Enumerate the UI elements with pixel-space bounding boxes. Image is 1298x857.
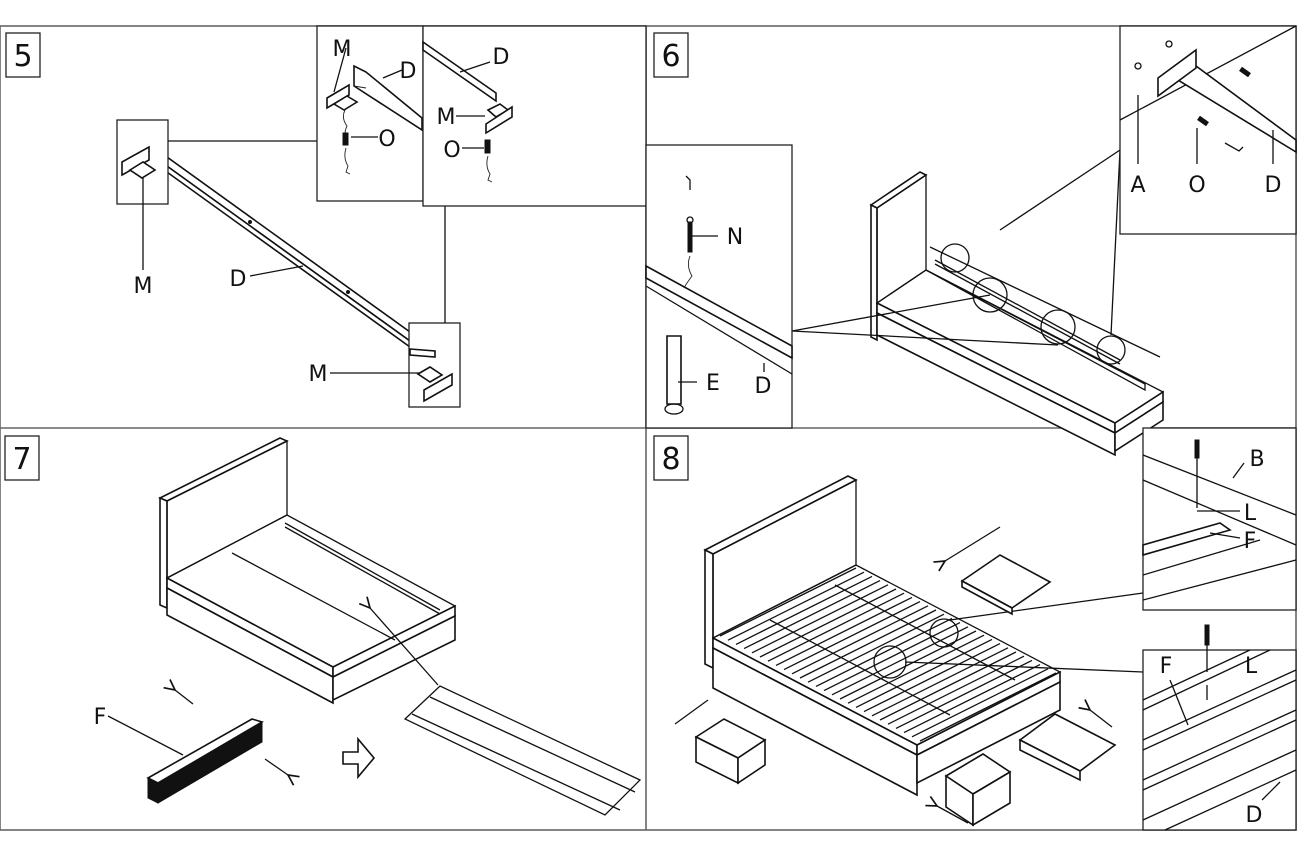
label-detail2-screw: L xyxy=(1245,654,1258,679)
slat-line xyxy=(783,601,921,671)
slat-line xyxy=(743,580,881,650)
drawer-right xyxy=(944,753,1012,827)
step-number-box: 7 xyxy=(4,435,40,481)
insert-arrow xyxy=(370,608,439,686)
detail-2-drawing xyxy=(422,40,513,183)
detail-1-drawing xyxy=(326,64,423,175)
label-detail1-slat: F xyxy=(1244,529,1257,554)
step-8-panel: 8 xyxy=(653,427,1297,831)
slat-line xyxy=(751,584,889,654)
slat-line xyxy=(719,567,857,637)
label-detail2-screw: O xyxy=(443,138,460,163)
drawer-far-right xyxy=(1018,713,1117,782)
bracket-drawing-left xyxy=(121,145,157,179)
label-detail2-bracket: M xyxy=(437,105,456,130)
bracket-drawing-right xyxy=(409,348,453,403)
label-rail: D xyxy=(230,267,247,292)
step-5-panel: 5 M D M xyxy=(5,25,647,408)
label-panel: A xyxy=(1130,173,1145,198)
step-7-panel: 7 F xyxy=(4,435,642,816)
slat-line xyxy=(839,630,977,700)
drawer-top xyxy=(960,554,1052,616)
step-6-panel: 6 xyxy=(645,25,1297,457)
label-detail2-rail: D xyxy=(1246,803,1263,828)
step-number: 7 xyxy=(12,442,31,477)
slat-roll-drawing xyxy=(403,685,642,816)
slat-detail-2-drawing xyxy=(1142,624,1297,831)
label-detail2-rail: D xyxy=(493,45,510,70)
step-number-box: 5 xyxy=(5,32,41,78)
slat-lines xyxy=(719,567,1057,742)
slat-line xyxy=(887,655,1025,725)
label-detail1-screw: L xyxy=(1244,501,1257,526)
step-number: 5 xyxy=(13,39,32,74)
slat-detail-callout-1 xyxy=(1142,427,1297,611)
label-detail2-slat: F xyxy=(1160,654,1173,679)
step-number-box: 6 xyxy=(653,32,689,78)
step-number-box: 8 xyxy=(653,435,689,481)
slat-line xyxy=(919,672,1057,742)
slat-line xyxy=(847,634,985,704)
slat-detail-callout-2 xyxy=(1142,649,1297,831)
label-leg: E xyxy=(706,371,720,396)
label-corner-screw: O xyxy=(1188,173,1205,198)
slat-line xyxy=(799,609,937,679)
drawer-left xyxy=(694,718,767,785)
label-bracket-left: M xyxy=(134,274,153,299)
step-number: 8 xyxy=(661,442,680,477)
leg-detail-drawing xyxy=(645,175,793,415)
drawer-arrow xyxy=(1090,710,1113,728)
label-corner-rail: D xyxy=(1265,173,1282,198)
slat-line xyxy=(895,659,1033,729)
slat-line xyxy=(823,622,961,692)
slat-line xyxy=(727,571,865,641)
step-number: 6 xyxy=(661,39,680,74)
bed-frame-drawing xyxy=(869,171,1165,457)
slat-line xyxy=(815,617,953,687)
label-detail1-bracket: M xyxy=(333,37,352,62)
slat-line xyxy=(775,596,913,666)
slat-line xyxy=(807,613,945,683)
slat-line xyxy=(903,664,1041,734)
label-bolt: N xyxy=(727,225,743,250)
label-detail1-rail: D xyxy=(400,59,417,84)
next-arrow-icon xyxy=(342,736,376,780)
drawer-arrow xyxy=(945,526,1001,561)
slat-line xyxy=(791,605,929,675)
slat-line xyxy=(879,651,1017,721)
label-bracket-right: M xyxy=(309,362,328,387)
bed-with-slats-drawing xyxy=(703,475,1062,797)
label-slat-bundle: F xyxy=(94,705,107,730)
corner-detail-drawing xyxy=(1119,25,1297,154)
slat-line xyxy=(767,592,905,662)
slat-line xyxy=(831,626,969,696)
drawer-arrow xyxy=(937,806,969,824)
unroll-arrow-down xyxy=(264,758,288,775)
slat-line xyxy=(735,575,873,645)
slat-line xyxy=(759,588,897,658)
unroll-arrow-up xyxy=(175,690,194,705)
label-side-panel: B xyxy=(1249,447,1264,472)
drawer-arrow xyxy=(674,699,709,725)
slat-detail-1-drawing xyxy=(1142,439,1297,601)
slat-bundle-drawing xyxy=(146,718,264,804)
label-leg-rail: D xyxy=(755,374,772,399)
slat-line xyxy=(911,668,1049,738)
bed-frame-drawing xyxy=(158,437,457,705)
slat-line xyxy=(855,638,993,708)
label-detail1-screw: O xyxy=(378,127,395,152)
slat-line xyxy=(871,647,1009,717)
slat-line xyxy=(863,643,1001,713)
